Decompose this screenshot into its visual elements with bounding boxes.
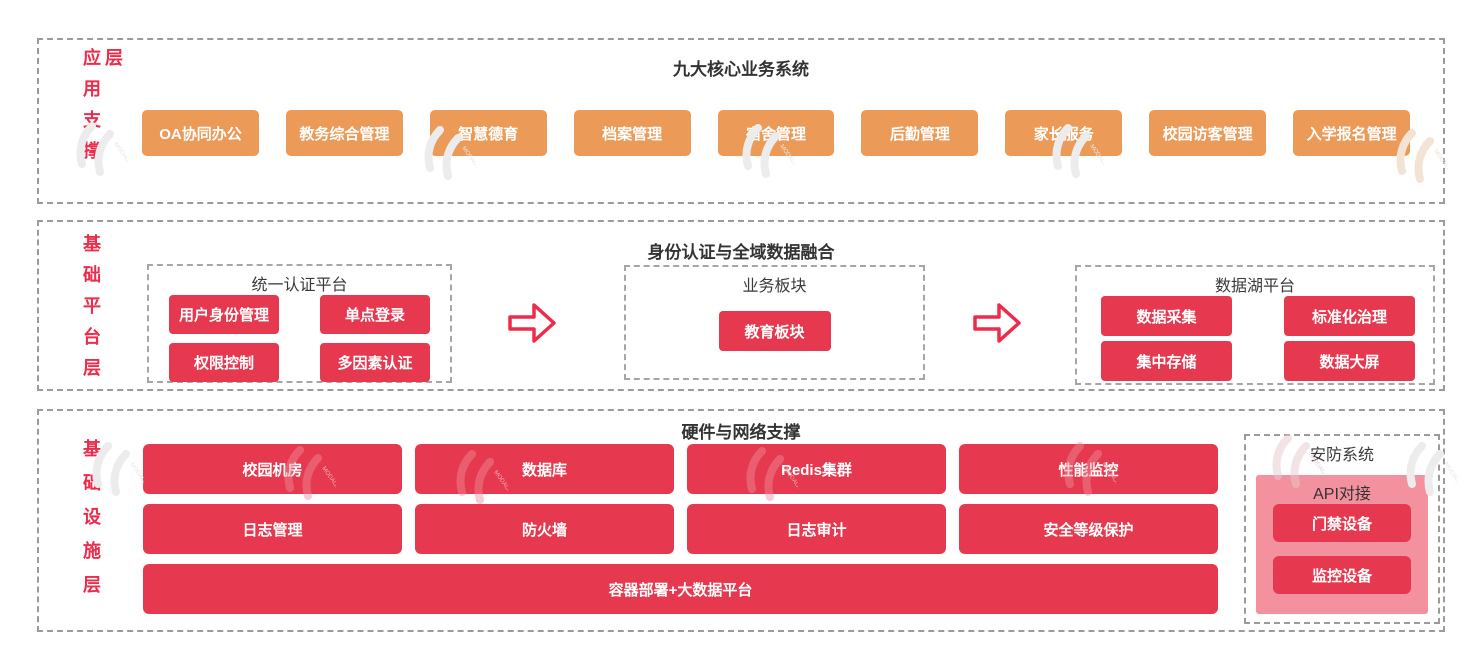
auth-platform-box: 统一认证平台 用户身份管理 单点登录 权限控制 多因素认证 (147, 264, 452, 383)
datalake-platform-box: 数据湖平台 数据采集 标准化治理 集中存储 数据大屏 (1075, 265, 1435, 385)
infra-box-log-mgmt: 日志管理 (143, 504, 402, 554)
infra-box-security-level: 安全等级保护 (959, 504, 1218, 554)
security-system-box: 安防系统 API对接 门禁设备 监控设备 (1244, 434, 1440, 624)
app-layer-title: 九大核心业务系统 (673, 60, 809, 79)
auth-platform-title: 统一认证平台 (251, 277, 348, 294)
right-arrow-icon (973, 303, 1021, 343)
right-arrow-icon (508, 303, 556, 343)
app-box-academic: 教务综合管理 (285, 110, 403, 156)
infra-box-server-room: 校园机房 (143, 444, 402, 494)
auth-box-mfa: 多因素认证 (320, 343, 430, 382)
business-section-title: 业务板块 (742, 278, 807, 295)
business-section-box: 业务板块 教育板块 (624, 265, 925, 380)
infra-box-perf-monitor: 性能监控 (959, 444, 1218, 494)
security-system-title: 安防系统 (1309, 447, 1374, 464)
app-box-parent: 家长服务 (1005, 110, 1123, 156)
auth-box-permission: 权限控制 (169, 343, 279, 382)
infra-box-container-bigdata: 容器部署+大数据平台 (143, 564, 1218, 614)
infra-layer-title: 硬件与网络支撑 (681, 423, 801, 442)
app-box-oa: OA协同办公 (142, 110, 259, 156)
infra-box-firewall: 防火墙 (415, 504, 674, 554)
security-box-surveillance: 监控设备 (1273, 556, 1411, 594)
security-box-access-control: 门禁设备 (1273, 504, 1411, 542)
app-box-logistics: 后勤管理 (861, 110, 979, 156)
app-box-moral-edu: 智慧德育 (429, 110, 547, 156)
infrastructure-layer: 基础设施层 硬件与网络支撑 校园机房 数据库 Redis集群 性能监控 日志管理… (37, 409, 1445, 632)
infra-grid: 校园机房 数据库 Redis集群 性能监控 日志管理 防火墙 日志审计 安全等级… (143, 444, 1218, 614)
infra-box-redis: Redis集群 (687, 444, 946, 494)
datalake-platform-title: 数据湖平台 (1214, 278, 1295, 295)
app-box-visitor: 校园访客管理 (1149, 110, 1267, 156)
platform-layer-label: 基础平台层 (81, 234, 101, 389)
infra-layer-label: 基础设施层 (81, 439, 101, 609)
api-panel: API对接 门禁设备 监控设备 (1256, 475, 1428, 614)
datalake-box-storage: 集中存储 (1101, 341, 1232, 381)
app-support-layer: 应用支撑层 九大核心业务系统 OA协同办公 教务综合管理 智慧德育 档案管理 宿… (37, 38, 1445, 204)
app-box-archives: 档案管理 (573, 110, 691, 156)
datalake-box-bigscreen: 数据大屏 (1284, 341, 1415, 381)
app-systems-row: OA协同办公 教务综合管理 智慧德育 档案管理 宿舍管理 后勤管理 家长服务 校… (142, 110, 1411, 156)
platform-layer: 基础平台层 身份认证与全域数据融合 统一认证平台 用户身份管理 单点登录 权限控… (37, 220, 1445, 391)
infra-box-database: 数据库 (415, 444, 674, 494)
api-panel-title: API对接 (1313, 486, 1371, 503)
auth-box-sso: 单点登录 (320, 295, 430, 334)
app-box-enrollment: 入学报名管理 (1293, 110, 1411, 156)
platform-layer-title: 身份认证与全域数据融合 (647, 243, 835, 262)
app-box-dormitory: 宿舍管理 (717, 110, 835, 156)
education-section-box: 教育板块 (718, 311, 831, 351)
auth-buttons: 用户身份管理 单点登录 权限控制 多因素认证 (169, 295, 430, 382)
datalake-buttons: 数据采集 标准化治理 集中存储 数据大屏 (1101, 296, 1415, 381)
auth-box-identity: 用户身份管理 (169, 295, 279, 334)
datalake-box-governance: 标准化治理 (1284, 296, 1415, 336)
infra-box-log-audit: 日志审计 (687, 504, 946, 554)
datalake-box-collect: 数据采集 (1101, 296, 1232, 336)
